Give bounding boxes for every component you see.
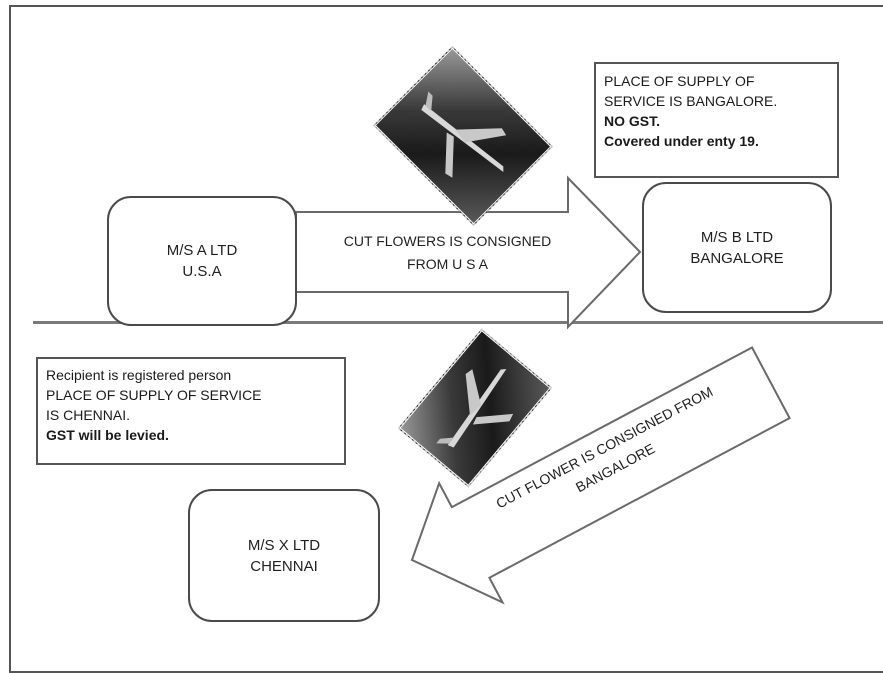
company-b-name: M/S B LTD bbox=[700, 228, 774, 246]
arrow-top-shape bbox=[295, 175, 642, 330]
note-bottom-line1: Recipient is registered person bbox=[46, 367, 232, 383]
company-a-name: M/S A LTD bbox=[166, 242, 238, 259]
note-box-bangalore: PLACE OF SUPPLY OF SERVICE IS BANGALORE.… bbox=[594, 62, 839, 178]
company-x-location: CHENNAI bbox=[250, 557, 318, 575]
note-bottom-line3: IS CHENNAI. bbox=[46, 407, 131, 423]
company-a-location: U.S.A bbox=[182, 263, 222, 280]
airplane-photo-icon bbox=[397, 328, 553, 488]
note-top-line1: PLACE OF SUPPLY OF bbox=[604, 73, 755, 89]
company-b-location: BANGALORE bbox=[690, 249, 784, 267]
note-bottom-line4: GST will be levied. bbox=[46, 427, 169, 443]
company-box-a: M/S A LTD U.S.A bbox=[107, 196, 297, 326]
horizontal-separator bbox=[33, 321, 883, 324]
note-bottom-line2: PLACE OF SUPPLY OF SERVICE bbox=[46, 387, 262, 403]
airplane-silhouette-icon bbox=[421, 91, 507, 178]
arrow-bottom-shape bbox=[410, 346, 791, 605]
note-top-line4: Covered under enty 19. bbox=[604, 133, 759, 149]
arrow-top-label: CUT FLOWERS IS CONSIGNED FROM U S A bbox=[305, 230, 590, 276]
airplane-silhouette-icon bbox=[436, 369, 514, 448]
arrow-top-label-line1: CUT FLOWERS IS CONSIGNED bbox=[343, 233, 552, 249]
note-top-line2: SERVICE IS BANGALORE. bbox=[604, 93, 778, 109]
note-box-chennai: Recipient is registered person PLACE OF … bbox=[36, 357, 346, 465]
note-top-line3: NO GST. bbox=[604, 113, 661, 129]
company-box-x: M/S X LTD CHENNAI bbox=[188, 489, 380, 622]
airplane-photo-icon bbox=[373, 46, 553, 226]
company-x-name: M/S X LTD bbox=[247, 536, 321, 554]
arrow-top-label-line2: FROM U S A bbox=[407, 256, 488, 272]
company-box-b: M/S B LTD BANGALORE bbox=[642, 182, 832, 313]
